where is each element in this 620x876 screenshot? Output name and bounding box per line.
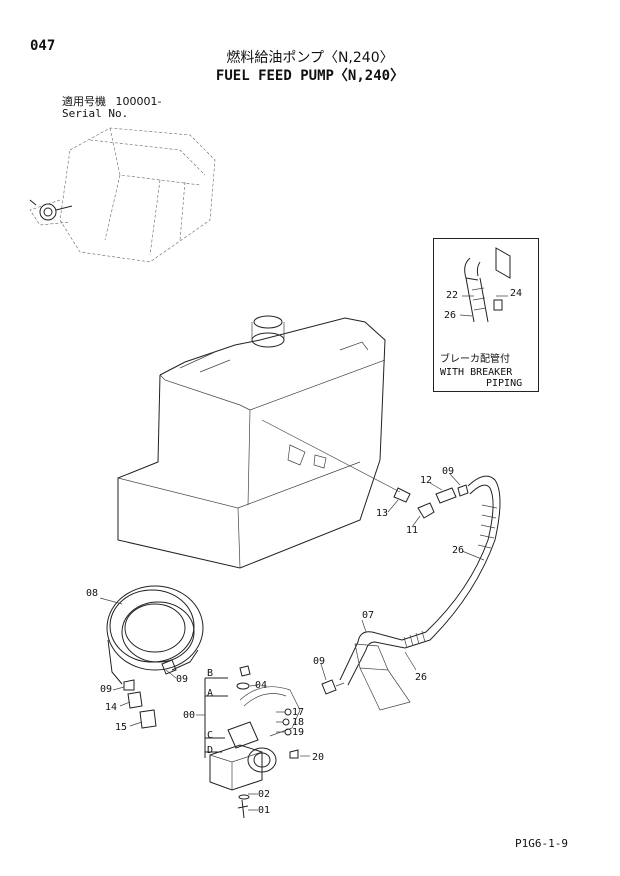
callout-17: 17 <box>292 707 304 718</box>
callout-11: 11 <box>406 525 418 536</box>
clamp-09-upper <box>457 484 469 497</box>
callout-15: 15 <box>115 722 127 733</box>
callout-12: 12 <box>420 475 432 486</box>
title-japanese: 燃料給油ポンプ〈N,240〉 <box>226 50 394 66</box>
fitting-12 <box>435 487 457 504</box>
inset-breaker-piping-box <box>433 238 539 392</box>
inset-callout-26: 26 <box>444 310 456 321</box>
part-19 <box>284 728 292 736</box>
callout-B: B <box>207 668 213 679</box>
callout-26-lower: 26 <box>415 672 427 683</box>
fuel-tank <box>117 315 386 569</box>
callout-D: D <box>207 745 213 756</box>
callout-02: 02 <box>258 789 270 800</box>
part-18 <box>282 718 290 726</box>
callout-A: A <box>207 688 213 699</box>
callout-00: 00 <box>183 710 195 721</box>
callout-14: 14 <box>105 702 117 713</box>
serial-label-english: Serial No. <box>62 107 129 120</box>
callout-18: 18 <box>292 717 304 728</box>
serial-label-jp-text: 適用号機 <box>62 95 106 108</box>
fitting-11 <box>417 502 435 519</box>
callout-19: 19 <box>292 727 304 738</box>
fitting-13 <box>393 487 411 503</box>
callout-09-coil: 09 <box>176 674 188 685</box>
callout-C: C <box>207 730 213 741</box>
page-number: 047 <box>30 38 56 54</box>
inset-callout-22: 22 <box>446 290 458 301</box>
leader-lines <box>99 473 485 811</box>
inset-drawing <box>459 247 511 323</box>
hose-26 <box>401 475 501 649</box>
inset-note-en-1: WITH BREAKER <box>440 367 513 378</box>
serial-value: 100001- <box>115 95 162 108</box>
part-20 <box>289 749 299 759</box>
figure-code: P1G6-1-9 <box>515 837 568 850</box>
callout-07: 07 <box>362 610 374 621</box>
cap-15 <box>139 709 157 729</box>
pump-assembly <box>209 686 301 819</box>
washer-04 <box>236 682 250 690</box>
part-17 <box>284 708 292 716</box>
bolt-B <box>239 665 251 677</box>
callout-20: 20 <box>312 752 324 763</box>
inset-callout-24: 24 <box>510 288 522 299</box>
hose-08-coil <box>106 585 204 685</box>
clamp-09-middle <box>321 679 337 695</box>
callout-26-upper: 26 <box>452 545 464 556</box>
callout-09-upper: 09 <box>442 466 454 477</box>
callout-01: 01 <box>258 805 270 816</box>
title-english: FUEL FEED PUMP〈N,240〉 <box>215 68 405 84</box>
inset-note-en-2: PIPING <box>486 378 523 389</box>
nozzle-14 <box>127 691 143 709</box>
sensor-line <box>261 419 401 493</box>
callout-09-middle: 09 <box>313 656 325 667</box>
callout-13: 13 <box>376 508 388 519</box>
callout-09-left: 09 <box>100 684 112 695</box>
overview-machine-sketch <box>29 127 216 263</box>
inset-note-jp: ブレーカ配管付 <box>440 354 510 365</box>
pipe-07 <box>339 631 411 711</box>
serial-label-japanese: 適用号機 100001- <box>62 96 161 108</box>
clamp-09-coil <box>161 659 177 675</box>
callout-08: 08 <box>86 588 98 599</box>
clamp-09-left <box>123 679 135 691</box>
assembly-bracket-00 <box>204 677 228 758</box>
callout-04: 04 <box>255 680 267 691</box>
